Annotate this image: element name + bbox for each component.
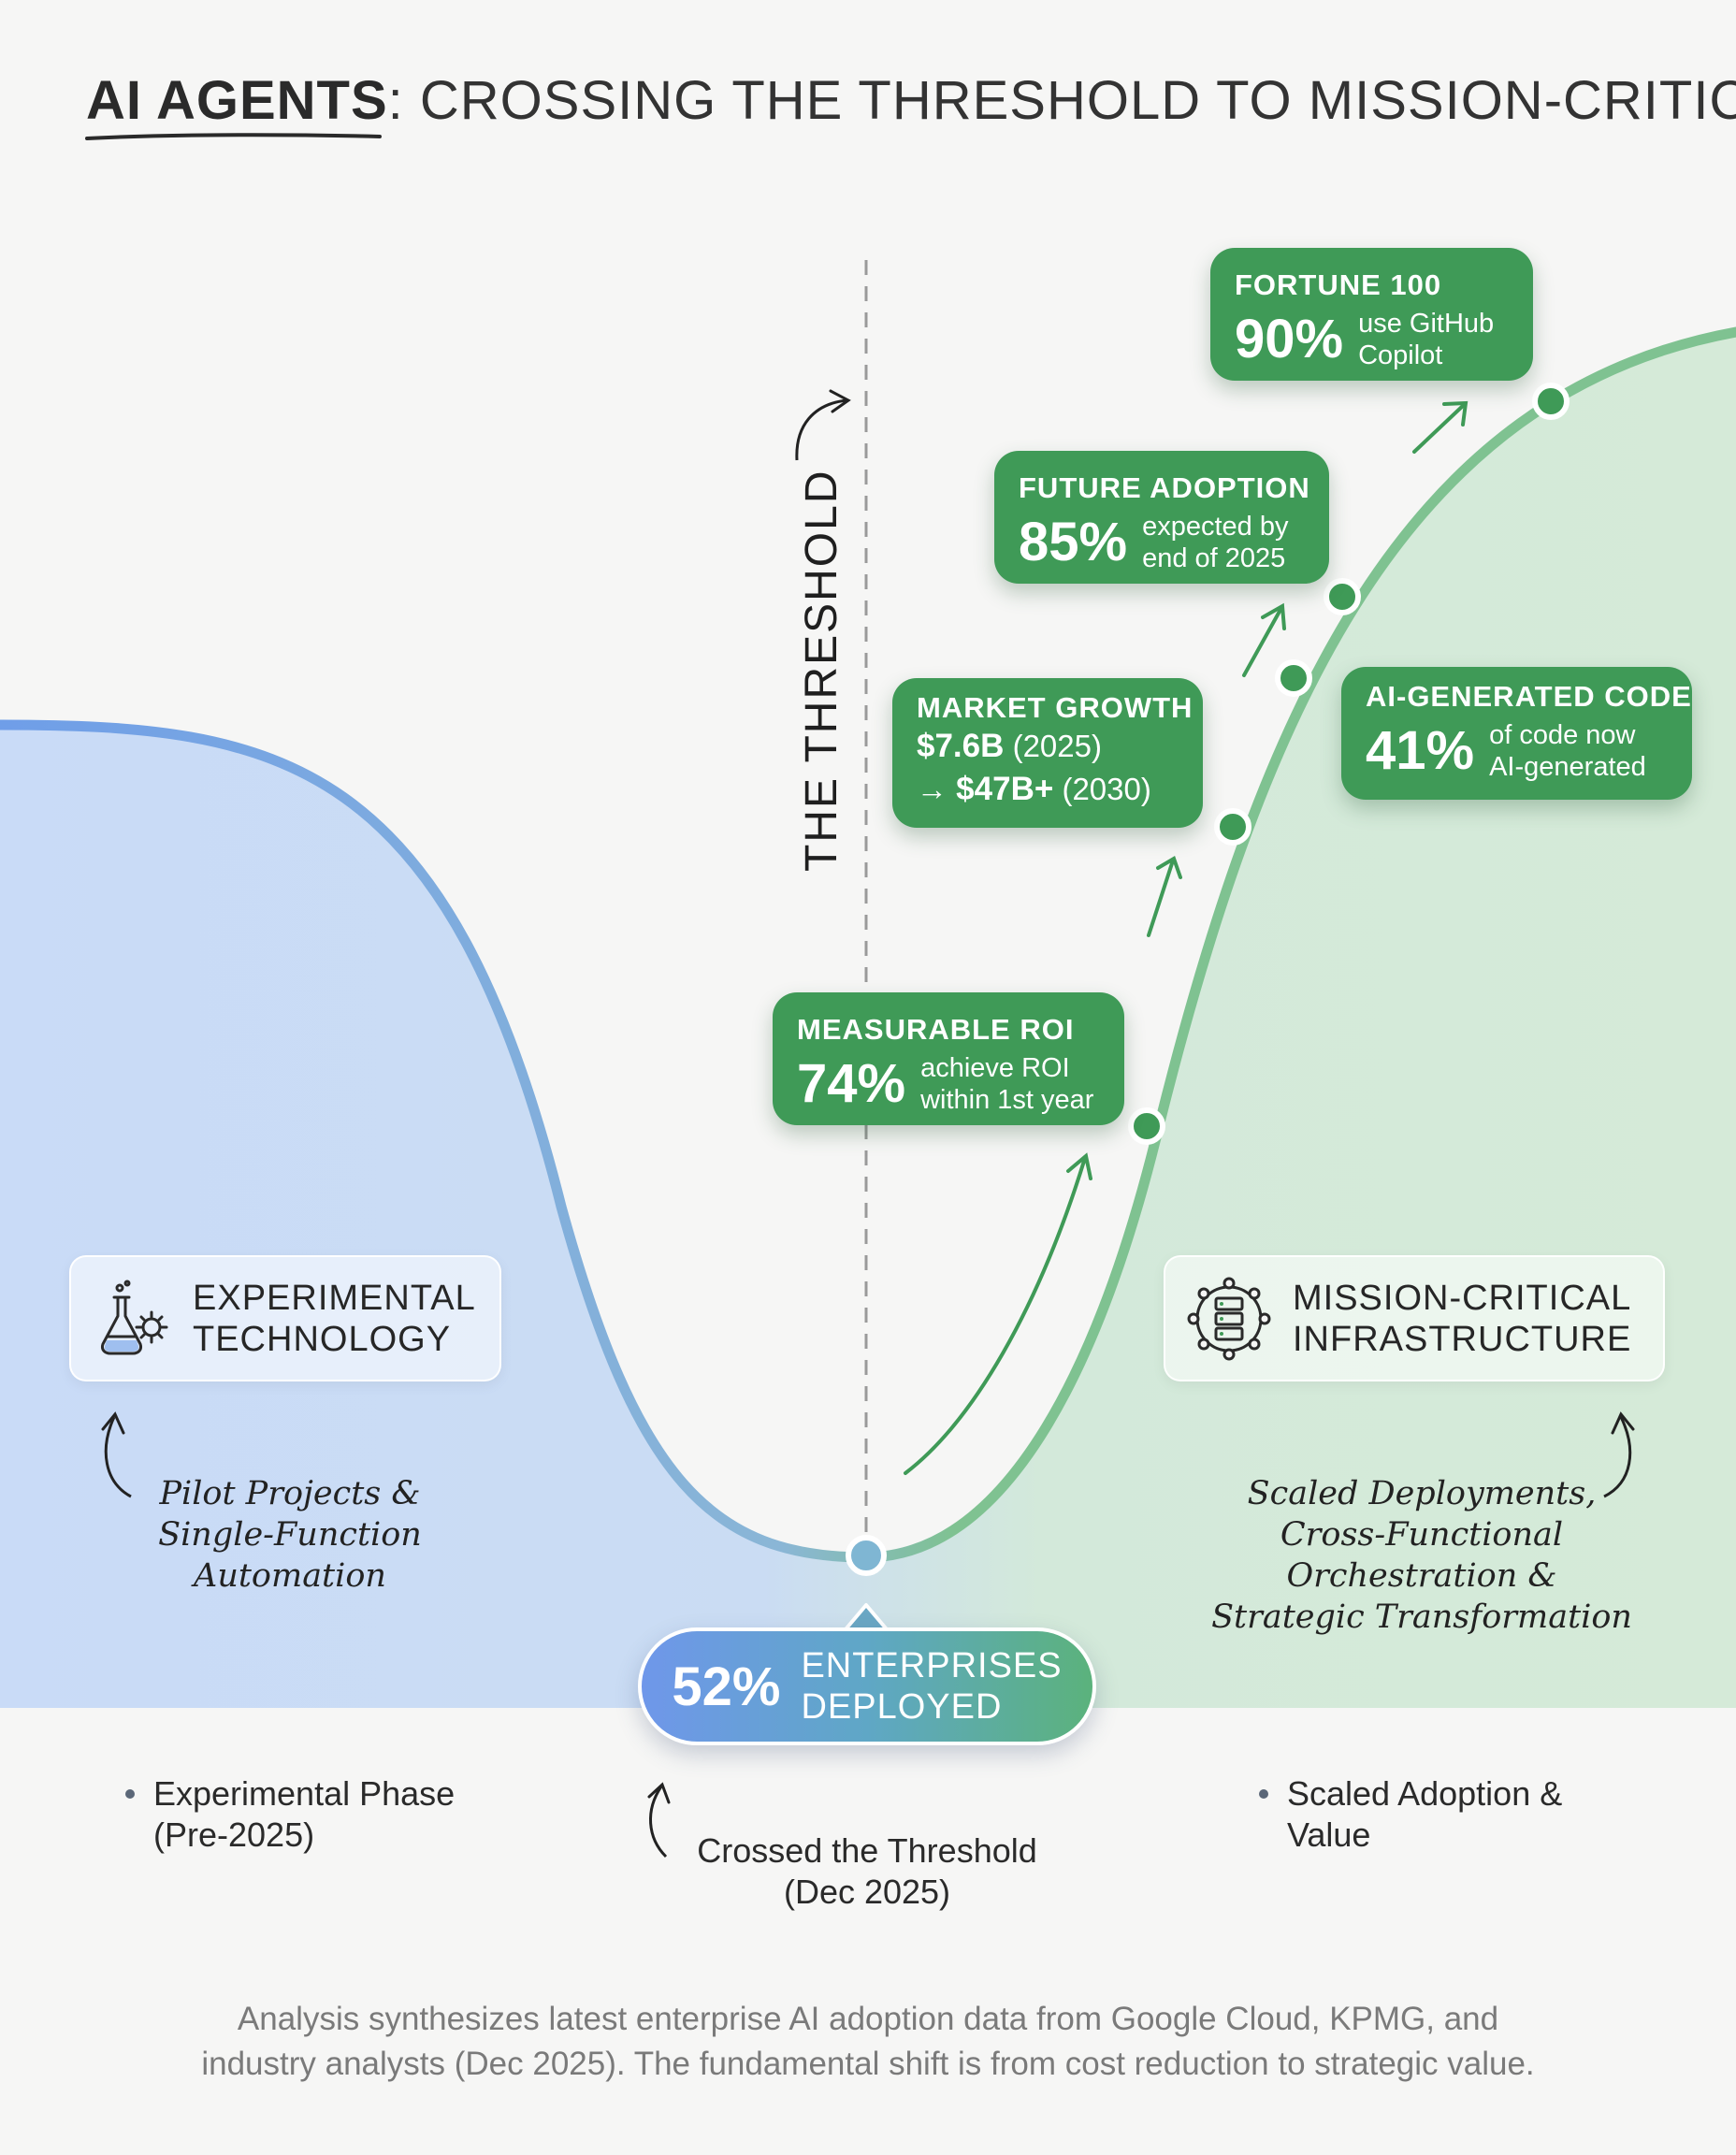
market-end-value: $47B+: [956, 771, 1054, 807]
footer-line: Analysis synthesizes latest enterprise A…: [237, 2001, 1499, 2037]
bullet-dot: [125, 1789, 135, 1799]
flask-gear-icon: [101, 1280, 168, 1354]
bullet-dot: [1259, 1789, 1268, 1799]
threshold-marker: [846, 1535, 887, 1576]
card-title: FUTURE ADOPTION: [1019, 471, 1310, 504]
card-future-adoption: FUTURE ADOPTION 85% expected by end of 2…: [994, 451, 1329, 584]
phase-title-line: INFRASTRUCTURE: [1293, 1319, 1632, 1359]
label-experimental-phase: Experimental Phase (Pre-2025): [153, 1773, 455, 1856]
card-desc-line: AI-generated: [1489, 752, 1646, 782]
left-note-arrow: [104, 1416, 132, 1498]
card-desc-line: within 1st year: [920, 1085, 1094, 1115]
market-start-year: (2025): [1004, 729, 1102, 763]
title-underline: [85, 133, 382, 140]
phase-experimental: EXPERIMENTAL TECHNOLOGY: [69, 1255, 501, 1381]
badge-line: DEPLOYED: [801, 1687, 1003, 1727]
label-line: Scaled Adoption &: [1287, 1774, 1563, 1813]
card-desc-line: achieve ROI: [920, 1053, 1070, 1083]
footer-line: industry analysts (Dec 2025). The fundam…: [201, 2046, 1535, 2082]
card-ai-generated-code: AI-GENERATED CODE 41% of code now AI-gen…: [1341, 667, 1692, 800]
card-stat: 41%: [1366, 720, 1475, 781]
footer-note: Analysis synthesizes latest enterprise A…: [56, 1997, 1680, 2087]
card-title: MEASURABLE ROI: [797, 1013, 1075, 1046]
phase-title-line: EXPERIMENTAL: [193, 1278, 476, 1318]
note-line: Single-Function: [158, 1516, 422, 1554]
card-stat: 74%: [797, 1053, 906, 1114]
label-crossed-threshold: Crossed the Threshold (Dec 2025): [675, 1830, 1059, 1913]
phase-mission-critical: MISSION-CRITICAL INFRASTRUCTURE: [1164, 1255, 1665, 1381]
server-network-icon: [1187, 1277, 1271, 1360]
market-end-year: (2030): [1053, 772, 1151, 806]
card-stat: 85%: [1019, 512, 1128, 572]
enterprises-deployed-badge: 52% ENTERPRISES DEPLOYED: [638, 1627, 1096, 1745]
card-title: FORTUNE 100: [1235, 268, 1442, 301]
card-desc-line: use GitHub: [1358, 309, 1495, 339]
note-pilot-projects: Pilot Projects & Single-Function Automat…: [140, 1473, 440, 1597]
card-desc-line: Copilot: [1358, 340, 1443, 370]
card-market-growth: MARKET GROWTH $7.6B (2025) → $47B+ (2030…: [892, 678, 1203, 828]
page-title: AI AGENTS: CROSSING THE THRESHOLD TO MIS…: [86, 69, 1736, 132]
center-note-arrow: [649, 1786, 668, 1859]
card-desc-line: end of 2025: [1142, 543, 1286, 573]
note-line: Scaled Deployments,: [1247, 1475, 1597, 1512]
label-line: Value: [1287, 1815, 1371, 1854]
right-note-arrow: [1603, 1416, 1632, 1498]
note-line: Cross-Functional: [1280, 1516, 1564, 1554]
label-line: (Pre-2025): [153, 1815, 315, 1854]
market-arrow: →: [917, 772, 957, 806]
market-start-value: $7.6B: [917, 728, 1005, 764]
card-title: AI-GENERATED CODE: [1366, 680, 1692, 713]
card-fortune-100: FORTUNE 100 90% use GitHub Copilot: [1210, 248, 1533, 381]
threshold-label: THE THRESHOLD: [797, 469, 846, 872]
badge-line: ENTERPRISES: [801, 1646, 1063, 1685]
curve-markers: [1128, 383, 1570, 1145]
card-measurable-roi: MEASURABLE ROI 74% achieve ROI within 1s…: [773, 992, 1124, 1125]
note-line: Automation: [194, 1557, 386, 1595]
title-strong: AI AGENTS: [86, 70, 388, 131]
note-line: Pilot Projects &: [159, 1475, 421, 1512]
note-line: Strategic Transformation: [1211, 1598, 1632, 1636]
note-scaled-deployments: Scaled Deployments, Cross-Functional Orc…: [1179, 1473, 1665, 1638]
card-title: MARKET GROWTH: [917, 691, 1194, 724]
label-line: Experimental Phase: [153, 1774, 456, 1813]
note-line: Orchestration &: [1286, 1557, 1557, 1595]
threshold-arrow: [795, 398, 847, 461]
card-desc-line: of code now: [1489, 720, 1636, 750]
card-desc-line: expected by: [1142, 512, 1289, 542]
growth-arrows: [904, 400, 1468, 1475]
label-line: Crossed the Threshold: [697, 1831, 1037, 1870]
card-stat: 90%: [1235, 309, 1344, 369]
badge-stat: 52%: [672, 1656, 781, 1717]
label-line: (Dec 2025): [783, 1873, 951, 1911]
phase-title-line: TECHNOLOGY: [193, 1319, 452, 1359]
phase-title-line: MISSION-CRITICAL: [1293, 1278, 1632, 1318]
title-rest: : CROSSING THE THRESHOLD TO MISSION-CRIT…: [387, 70, 1736, 131]
label-scaled-adoption: Scaled Adoption & Value: [1287, 1773, 1562, 1856]
